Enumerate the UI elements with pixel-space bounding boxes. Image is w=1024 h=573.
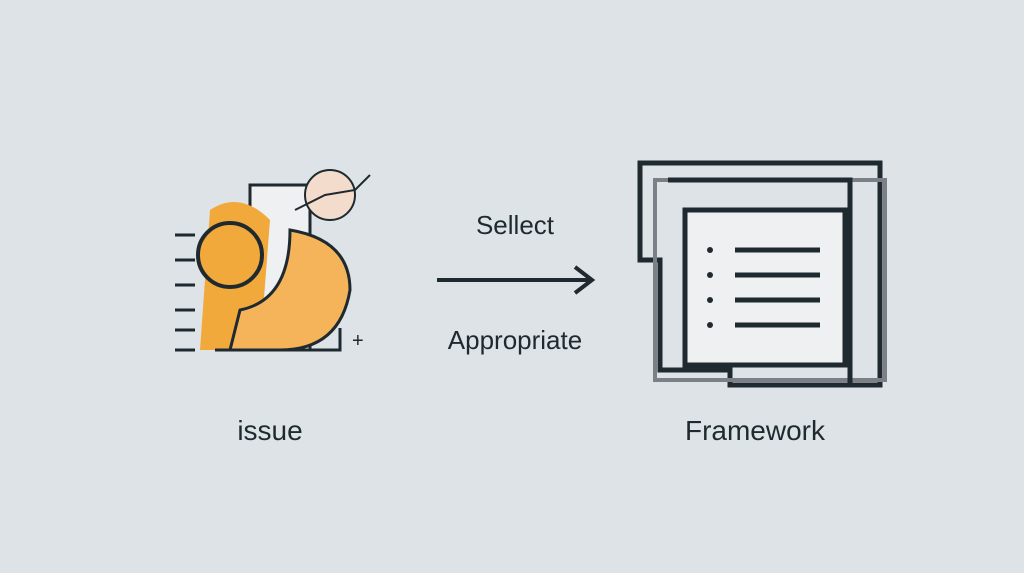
framework-label: Framework: [684, 415, 825, 446]
arrow-bottom-label: Appropriate: [447, 325, 583, 355]
issue-label: issue: [237, 415, 303, 446]
arrow-top-label: Sellect: [475, 210, 555, 240]
svg-text:+: +: [352, 330, 364, 352]
issue-illustration: +: [175, 169, 371, 352]
arrow-right-icon: [437, 265, 596, 295]
framework-document-icon: [637, 160, 887, 388]
